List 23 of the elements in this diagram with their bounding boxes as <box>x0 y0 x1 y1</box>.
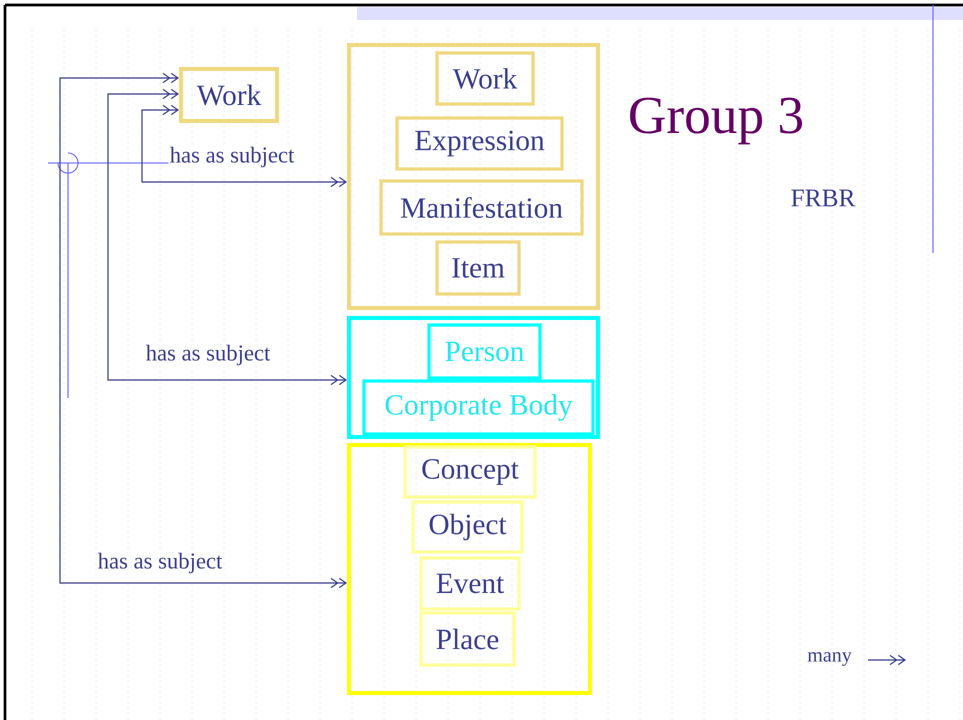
entity-box: Work <box>179 67 279 123</box>
arrow <box>141 104 348 188</box>
legend-text: many <box>808 652 852 666</box>
entity-box: Object <box>411 500 524 554</box>
entity-box: Concept <box>403 445 537 499</box>
title: Group 3 <box>630 98 802 144</box>
entity-box: Event <box>419 556 521 611</box>
entity-box: Manifestation <box>379 179 584 236</box>
group-box <box>347 443 592 695</box>
edge-label: has as subject <box>144 343 272 367</box>
entity-box: Item <box>435 240 521 296</box>
edge-label: has as subject <box>96 551 224 575</box>
arrow <box>59 72 348 588</box>
edge-label: has as subject <box>168 145 296 169</box>
entity-box: Person <box>427 323 542 380</box>
label: FRBR <box>791 190 856 206</box>
entity-box: Work <box>435 51 535 106</box>
arrow <box>107 88 348 386</box>
group-box <box>347 43 600 310</box>
entity-box: Corporate Body <box>362 379 595 436</box>
entity-box: Expression <box>395 116 564 171</box>
entity-box: Place <box>419 611 516 667</box>
group-box <box>347 316 600 439</box>
